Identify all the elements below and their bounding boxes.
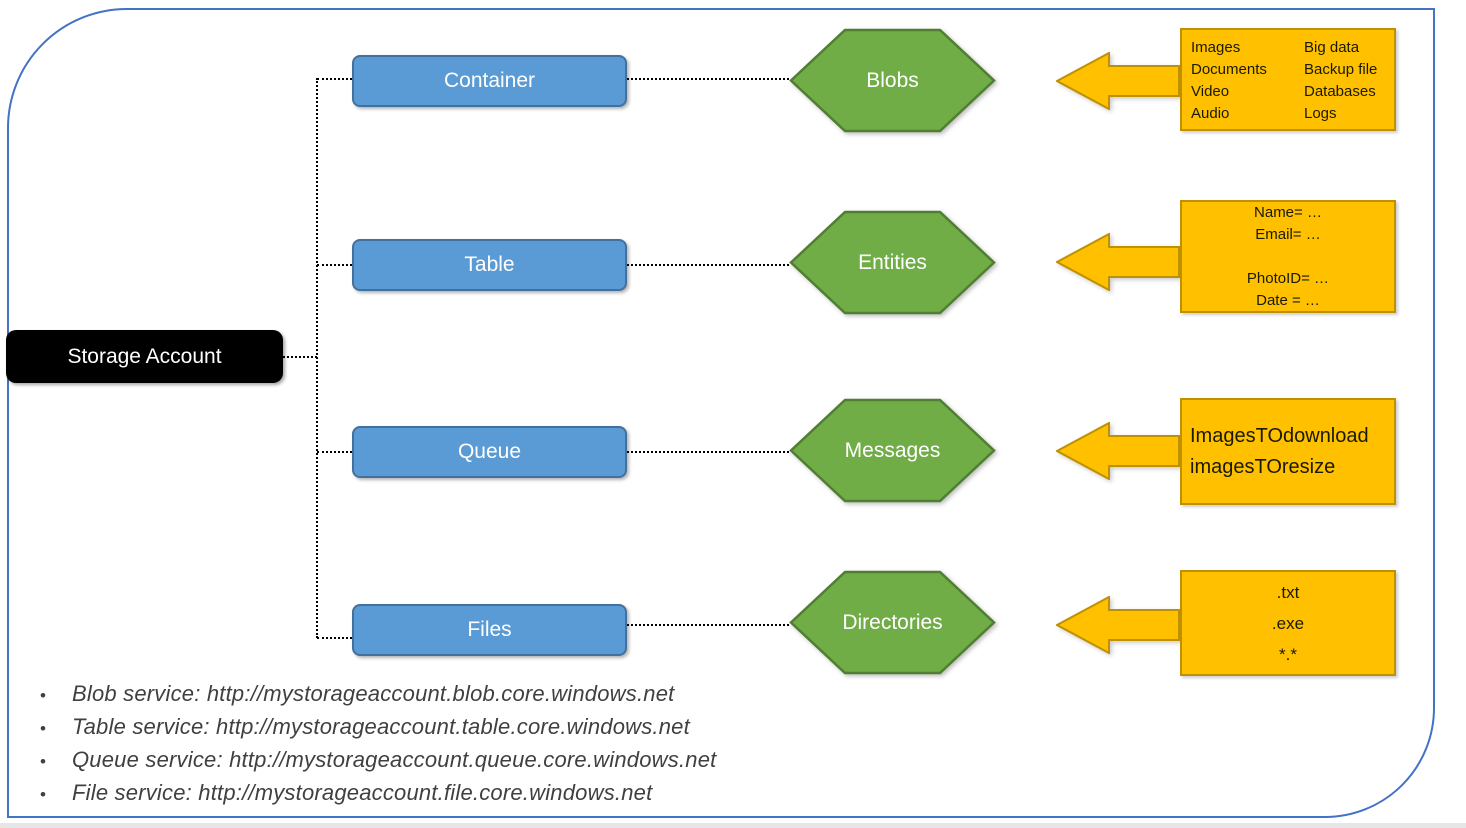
note-box-blobs: Images Documents Video Audio Big data Ba… (1180, 28, 1396, 131)
connector-right (627, 451, 789, 453)
bullet-dot: • (40, 785, 46, 804)
service-url-item: • Blob service: http://mystorageaccount.… (40, 681, 716, 707)
hexagon-label: Blobs (866, 68, 919, 92)
note-line: .txt (1276, 582, 1300, 602)
note-line: Email= … (1255, 225, 1321, 243)
hexagon-label: Entities (858, 250, 927, 274)
note-box-messages: ImagesTOdownload imagesTOresize (1180, 398, 1396, 505)
connector-left (317, 264, 352, 266)
service-url-list: • Blob service: http://mystorageaccount.… (40, 681, 716, 813)
hexagon-label: Messages (844, 438, 941, 462)
note-line: PhotoID= … (1246, 269, 1330, 287)
note-line: Databases (1304, 83, 1376, 100)
note-line: Documents (1191, 61, 1267, 78)
connector-root (283, 356, 317, 358)
note-line: *.* (1279, 644, 1297, 664)
note-line: Video (1191, 83, 1230, 100)
note-content: Images Documents Video Audio Big data Ba… (1182, 30, 1394, 125)
item-hexagon-directories: Directories (789, 570, 996, 675)
service-box-files: Files (352, 604, 627, 656)
note-line: ImagesTOdownload (1190, 424, 1369, 447)
note-line: imagesTOresize (1190, 455, 1336, 478)
block-arrow-left-icon (1054, 51, 1180, 111)
note-column-1: Images Documents Video Audio (1191, 37, 1304, 125)
slide-border-frame (7, 8, 1435, 818)
note-content: ImagesTOdownload imagesTOresize (1182, 400, 1394, 503)
note-line: Name= … (1254, 203, 1322, 221)
note-content: Name= … Email= … PhotoID= … Date = … (1182, 202, 1394, 311)
block-arrow-left-icon (1054, 232, 1180, 292)
connector-right (627, 78, 789, 80)
service-url-text: Blob service: http://mystorageaccount.bl… (72, 681, 675, 706)
note-line: Logs (1304, 105, 1337, 122)
service-url-item: • File service: http://mystorageaccount.… (40, 780, 716, 806)
hexagon-shape (789, 28, 996, 133)
item-hexagon-entities: Entities (789, 210, 996, 315)
hexagon-shape (789, 398, 996, 503)
service-label: Table (464, 253, 515, 276)
storage-account-box: Storage Account (6, 330, 283, 383)
item-hexagon-messages: Messages (789, 398, 996, 503)
service-url-text: Queue service: http://mystorageaccount.q… (72, 747, 717, 772)
connector-right (627, 624, 789, 626)
outside-slide-strip (0, 823, 1466, 828)
service-box-container: Container (352, 55, 627, 107)
note-column-2: Big data Backup file Databases Logs (1304, 37, 1394, 125)
connector-left (317, 451, 352, 453)
service-url-item: • Table service: http://mystorageaccount… (40, 714, 716, 740)
note-line: Images (1191, 39, 1241, 56)
service-url-text: File service: http://mystorageaccount.fi… (72, 780, 653, 805)
note-line: Backup file (1304, 61, 1378, 78)
block-arrow-left-icon (1054, 595, 1180, 655)
note-line: Audio (1191, 105, 1230, 122)
service-label: Files (467, 618, 512, 641)
note-line: Date = … (1256, 291, 1320, 309)
hexagon-label: Directories (842, 610, 943, 634)
service-url-text: Table service: http://mystorageaccount.t… (72, 714, 690, 739)
note-box-directories: .txt .exe *.* (1180, 570, 1396, 676)
service-url-item: • Queue service: http://mystorageaccount… (40, 747, 716, 773)
block-arrow-left-icon (1054, 421, 1180, 481)
bullet-dot: • (40, 752, 46, 771)
note-content: .txt .exe *.* (1182, 572, 1394, 674)
item-hexagon-blobs: Blobs (789, 28, 996, 133)
bullet-dot: • (40, 686, 46, 705)
connector-trunk (316, 78, 318, 638)
service-label: Queue (457, 440, 522, 463)
hexagon-shape (789, 210, 996, 315)
bullet-dot: • (40, 719, 46, 738)
note-box-entities: Name= … Email= … PhotoID= … Date = … (1180, 200, 1396, 313)
service-box-table: Table (352, 239, 627, 291)
note-line: Big data (1304, 39, 1360, 56)
hexagon-shape (789, 570, 996, 675)
storage-account-label: Storage Account (67, 344, 222, 368)
note-line: .exe (1271, 613, 1305, 633)
connector-left (317, 637, 352, 639)
service-label: Container (443, 69, 536, 92)
connector-right (627, 264, 789, 266)
connector-left (317, 78, 352, 80)
service-box-queue: Queue (352, 426, 627, 478)
